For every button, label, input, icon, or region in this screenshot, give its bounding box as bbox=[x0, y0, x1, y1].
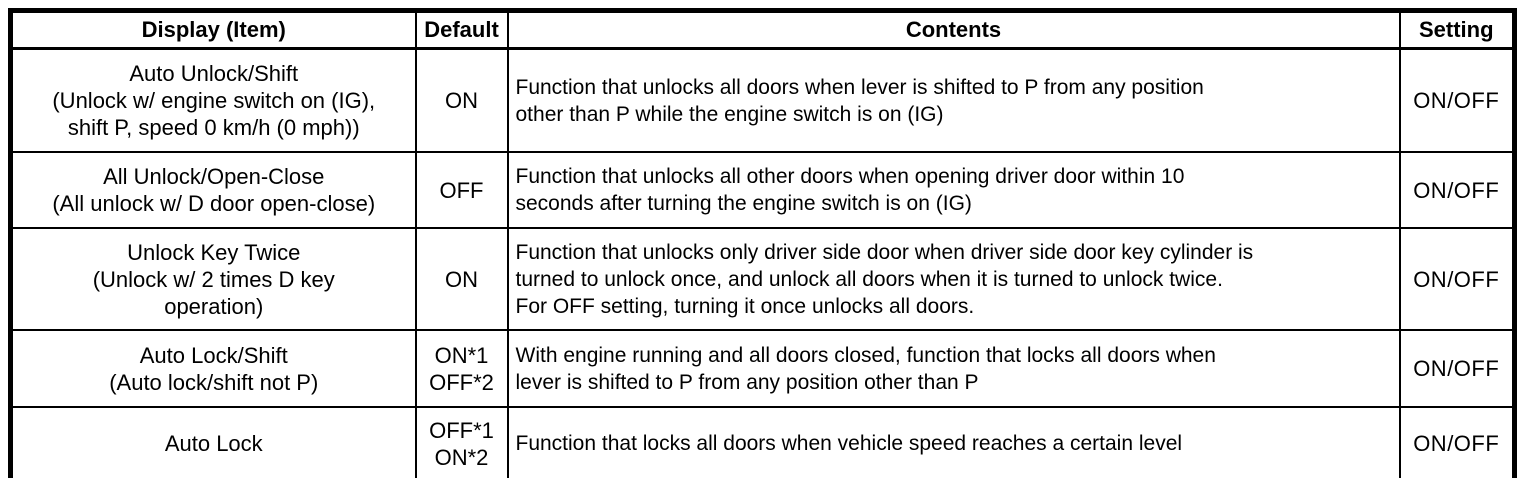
cell-contents-text: Function that unlocks all other doors wh… bbox=[506, 151, 1401, 229]
cell-display-item: Auto Unlock/Shift (Unlock w/ engine swit… bbox=[9, 47, 417, 153]
cell-setting-value: ON/OFF bbox=[1398, 151, 1516, 229]
header-contents: Contents bbox=[506, 9, 1401, 50]
cell-setting-value: ON/OFF bbox=[1398, 47, 1516, 153]
cell-setting-value: ON/OFF bbox=[1398, 406, 1516, 478]
cell-display-item: All Unlock/Open-Close (All unlock w/ D d… bbox=[9, 151, 417, 229]
cell-contents-text: Function that locks all doors when vehic… bbox=[506, 406, 1401, 478]
cell-default-value: ON bbox=[414, 47, 509, 153]
cell-default-value: ON bbox=[414, 227, 509, 331]
table-row-auto-lock-shift: Auto Lock/Shift (Auto lock/shift not P) … bbox=[9, 329, 1516, 408]
header-default: Default bbox=[414, 9, 509, 50]
cell-default-value: ON*1 OFF*2 bbox=[414, 329, 509, 408]
table-row-unlock-key-twice: Unlock Key Twice (Unlock w/ 2 times D ke… bbox=[9, 227, 1516, 331]
cell-contents-text: Function that unlocks only driver side d… bbox=[506, 227, 1401, 331]
cell-setting-value: ON/OFF bbox=[1398, 329, 1516, 408]
cell-contents-text: With engine running and all doors closed… bbox=[506, 329, 1401, 408]
cell-setting-value: ON/OFF bbox=[1398, 227, 1516, 331]
door-lock-customize-settings-table: Display (Item) Default Contents Setting … bbox=[8, 8, 1517, 478]
header-setting: Setting bbox=[1398, 9, 1516, 50]
cell-default-value: OFF bbox=[414, 151, 509, 229]
table-row-auto-unlock-shift: Auto Unlock/Shift (Unlock w/ engine swit… bbox=[9, 47, 1516, 153]
cell-display-item: Auto Lock bbox=[9, 406, 417, 478]
table-row-auto-lock: Auto Lock OFF*1 ON*2 Function that locks… bbox=[9, 406, 1516, 478]
header-display-item: Display (Item) bbox=[9, 9, 417, 50]
cell-display-item: Unlock Key Twice (Unlock w/ 2 times D ke… bbox=[9, 227, 417, 331]
table-row-all-unlock-open-close: All Unlock/Open-Close (All unlock w/ D d… bbox=[9, 151, 1516, 229]
cell-default-value: OFF*1 ON*2 bbox=[414, 406, 509, 478]
header-row: Display (Item) Default Contents Setting bbox=[9, 9, 1516, 50]
cell-display-item: Auto Lock/Shift (Auto lock/shift not P) bbox=[9, 329, 417, 408]
cell-contents-text: Function that unlocks all doors when lev… bbox=[506, 47, 1401, 153]
